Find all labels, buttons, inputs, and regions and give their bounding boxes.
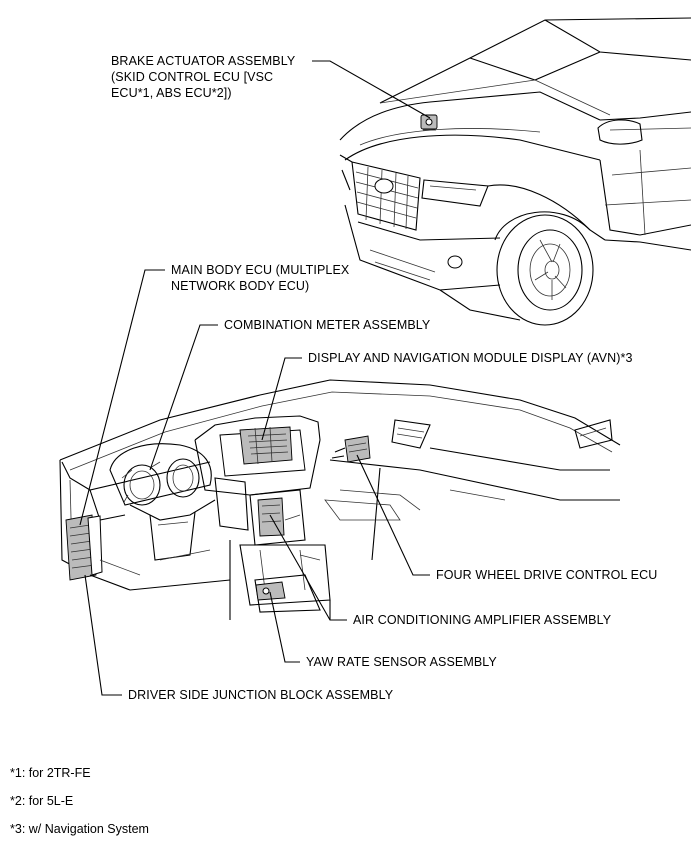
label-brake-actuator-line2: (SKID CONTROL ECU [VSC [111, 70, 274, 84]
label-brake-actuator-line1: BRAKE ACTUATOR ASSEMBLY [111, 54, 296, 68]
label-driver-junction: DRIVER SIDE JUNCTION BLOCK ASSEMBLY [128, 688, 394, 702]
leader-four-wheel-drive [356, 454, 430, 576]
label-main-body-ecu: MAIN BODY ECU (MULTIPLEX NETWORK BODY EC… [171, 262, 349, 294]
leader-lines [79, 60, 431, 696]
leader-yaw-rate [269, 591, 300, 663]
label-yaw-rate: YAW RATE SENSOR ASSEMBLY [306, 655, 497, 669]
label-four-wheel-drive: FOUR WHEEL DRIVE CONTROL ECU [436, 568, 658, 582]
footnote-2: *2: for 5L-E [10, 794, 74, 808]
leader-display-navigation [261, 357, 302, 441]
label-brake-actuator-line3: ECU*1, ABS ECU*2]) [111, 86, 232, 100]
footnote-3: *3: w/ Navigation System [10, 822, 149, 836]
leader-main-body-ecu [79, 269, 165, 526]
leader-combination-meter [149, 324, 218, 471]
footnote-1: *1: for 2TR-FE [10, 766, 91, 780]
leader-air-conditioning [269, 514, 347, 621]
dashboard-illustration [59, 379, 621, 620]
vehicle-illustration [339, 17, 691, 326]
label-air-conditioning: AIR CONDITIONING AMPLIFIER ASSEMBLY [353, 613, 612, 627]
label-main-body-ecu-line1: MAIN BODY ECU (MULTIPLEX [171, 263, 350, 277]
label-brake-actuator: BRAKE ACTUATOR ASSEMBLY (SKID CONTROL EC… [111, 53, 295, 101]
leader-brake-actuator [312, 60, 431, 119]
leader-driver-junction [84, 574, 122, 696]
label-display-navigation: DISPLAY AND NAVIGATION MODULE DISPLAY (A… [308, 351, 633, 365]
label-combination-meter: COMBINATION METER ASSEMBLY [224, 318, 431, 332]
label-main-body-ecu-line2: NETWORK BODY ECU) [171, 279, 310, 293]
